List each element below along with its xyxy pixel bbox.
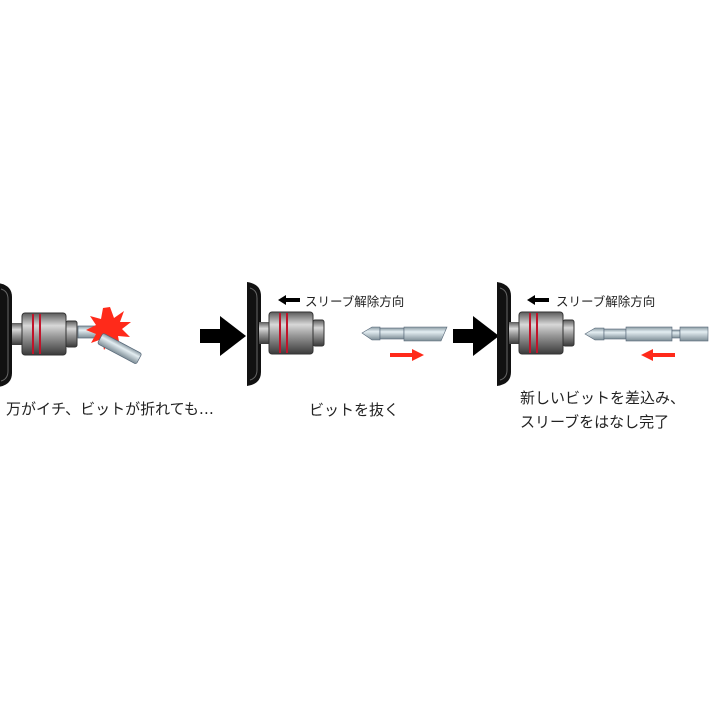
bit-holder-chuck: [258, 311, 325, 355]
step-1-illustration: [0, 282, 142, 388]
insert-arrow-icon: [641, 349, 675, 361]
next-step-arrow-icon: [200, 316, 246, 356]
bit-holder-chuck: [11, 312, 78, 356]
next-step-arrow-icon: [453, 316, 499, 356]
step-3-direction-label: スリーブ解除方向: [556, 294, 656, 309]
step-3-illustration: [496, 281, 709, 387]
step-1-caption: 万がイチ、ビットが折れても…: [6, 400, 214, 418]
step-2-illustration: [246, 281, 448, 387]
break-burst-icon: [86, 307, 131, 350]
handle-plate: [0, 282, 13, 388]
new-bit: [584, 326, 709, 342]
step-2-direction-label: スリーブ解除方向: [305, 294, 405, 309]
step-3-caption-line-1: 新しいビットを差込み、: [520, 389, 686, 407]
broken-bit-piece: [97, 333, 142, 364]
pull-out-arrow-icon: [390, 349, 424, 361]
step-3-caption-line-2: スリーブをはなし完了: [520, 413, 670, 431]
step-2-caption: ビットを抜く: [309, 401, 400, 419]
sleeve-direction-arrow-icon: [527, 295, 549, 305]
handle-plate: [496, 281, 512, 387]
sleeve-direction-arrow-icon: [278, 295, 300, 305]
bit-holder-chuck: [508, 311, 575, 355]
removed-bit: [361, 326, 448, 342]
handle-plate: [246, 281, 262, 387]
